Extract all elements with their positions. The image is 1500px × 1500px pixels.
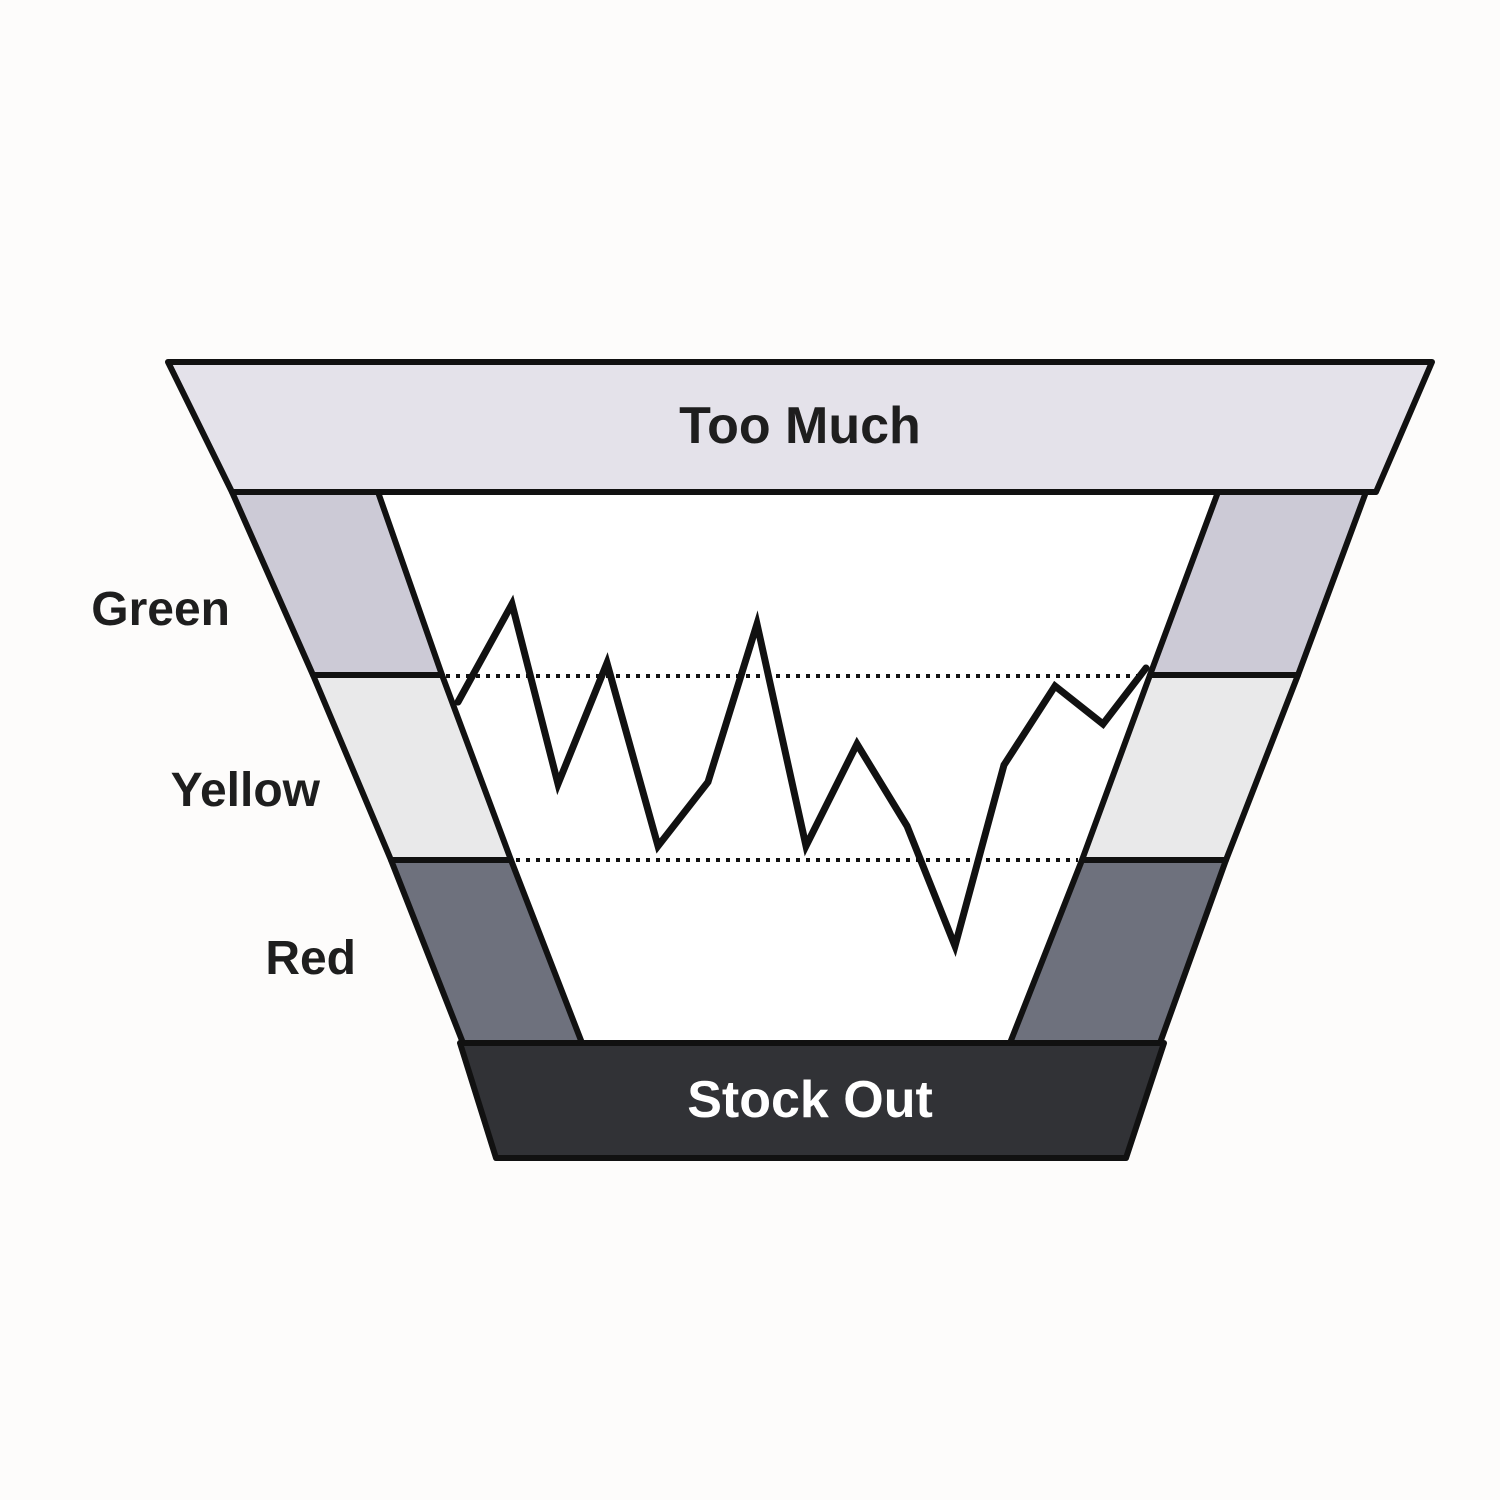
red-zone-label: Red — [265, 932, 356, 985]
inventory-level-line — [454, 594, 1150, 958]
green-zone-label: Green — [91, 583, 230, 636]
too-much-label: Too Much — [679, 397, 921, 455]
yellow-zone-label: Yellow — [171, 764, 321, 817]
funnel-interior — [378, 492, 1218, 1043]
stock-out-label: Stock Out — [687, 1071, 933, 1129]
stock-out-band — [457, 1040, 1167, 1161]
too-much-band — [165, 359, 1435, 495]
